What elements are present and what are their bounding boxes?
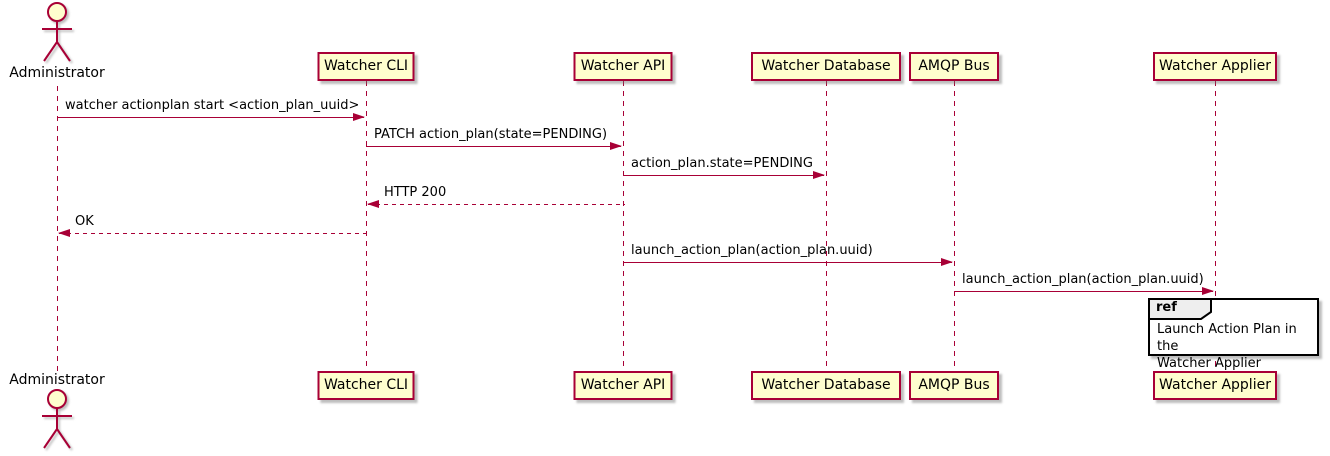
participant-box-watcher-applier: Watcher Applier — [1153, 52, 1277, 81]
actor-figure-administrator-bottom — [36, 388, 78, 456]
message-arrowhead-4 — [367, 199, 379, 208]
participant-box-amqp-bus-bottom: AMQP Bus — [909, 371, 999, 400]
ref-text-line-1: Launch Action Plan in the — [1157, 322, 1297, 354]
participant-box-watcher-cli: Watcher CLI — [317, 52, 415, 81]
actor-figure-administrator — [36, 1, 78, 69]
lifeline-watcher-applier — [1214, 81, 1216, 371]
message-arrowhead-3 — [813, 170, 825, 179]
lifeline-administrator — [56, 86, 58, 371]
message-line-1 — [57, 116, 364, 118]
message-arrowhead-6 — [941, 257, 953, 266]
message-label-4: HTTP 200 — [384, 185, 447, 200]
participant-box-watcher-database-bottom: Watcher Database — [751, 371, 901, 400]
message-arrowhead-5 — [58, 228, 70, 237]
actor-label-administrator-bottom: Administrator — [9, 372, 105, 388]
lifeline-amqp-bus — [953, 81, 955, 371]
message-line-7 — [954, 290, 1213, 292]
message-arrowhead-7 — [1202, 286, 1214, 295]
actor-label-administrator: Administrator — [9, 65, 105, 81]
participant-box-amqp-bus: AMQP Bus — [909, 52, 999, 81]
lifeline-watcher-api — [622, 81, 624, 371]
participant-box-watcher-api: Watcher API — [573, 52, 673, 81]
message-line-5 — [59, 232, 368, 234]
message-line-3 — [623, 174, 824, 176]
message-label-1: watcher actionplan start <action_plan_uu… — [65, 98, 360, 113]
message-label-5: OK — [75, 214, 94, 229]
message-arrowhead-1 — [353, 112, 365, 121]
participant-box-watcher-database: Watcher Database — [751, 52, 901, 81]
lifeline-watcher-database — [825, 81, 827, 371]
ref-keyword: ref — [1156, 300, 1177, 315]
participant-box-watcher-api-bottom: Watcher API — [573, 371, 673, 400]
lifeline-watcher-cli — [365, 81, 367, 371]
participant-box-watcher-applier-bottom: Watcher Applier — [1153, 371, 1277, 400]
ref-text-line-2: Watcher Applier — [1157, 356, 1261, 371]
message-label-3: action_plan.state=PENDING — [631, 156, 813, 171]
participant-box-watcher-cli-bottom: Watcher CLI — [317, 371, 415, 400]
message-line-4 — [368, 203, 625, 205]
message-label-6: launch_action_plan(action_plan.uuid) — [631, 243, 873, 258]
message-line-2 — [366, 145, 621, 147]
message-line-6 — [623, 261, 952, 263]
message-label-2: PATCH action_plan(state=PENDING) — [374, 127, 608, 142]
message-label-7: launch_action_plan(action_plan.uuid) — [962, 272, 1204, 287]
message-arrowhead-2 — [610, 141, 622, 150]
ref-header: ref — [1148, 298, 1214, 325]
